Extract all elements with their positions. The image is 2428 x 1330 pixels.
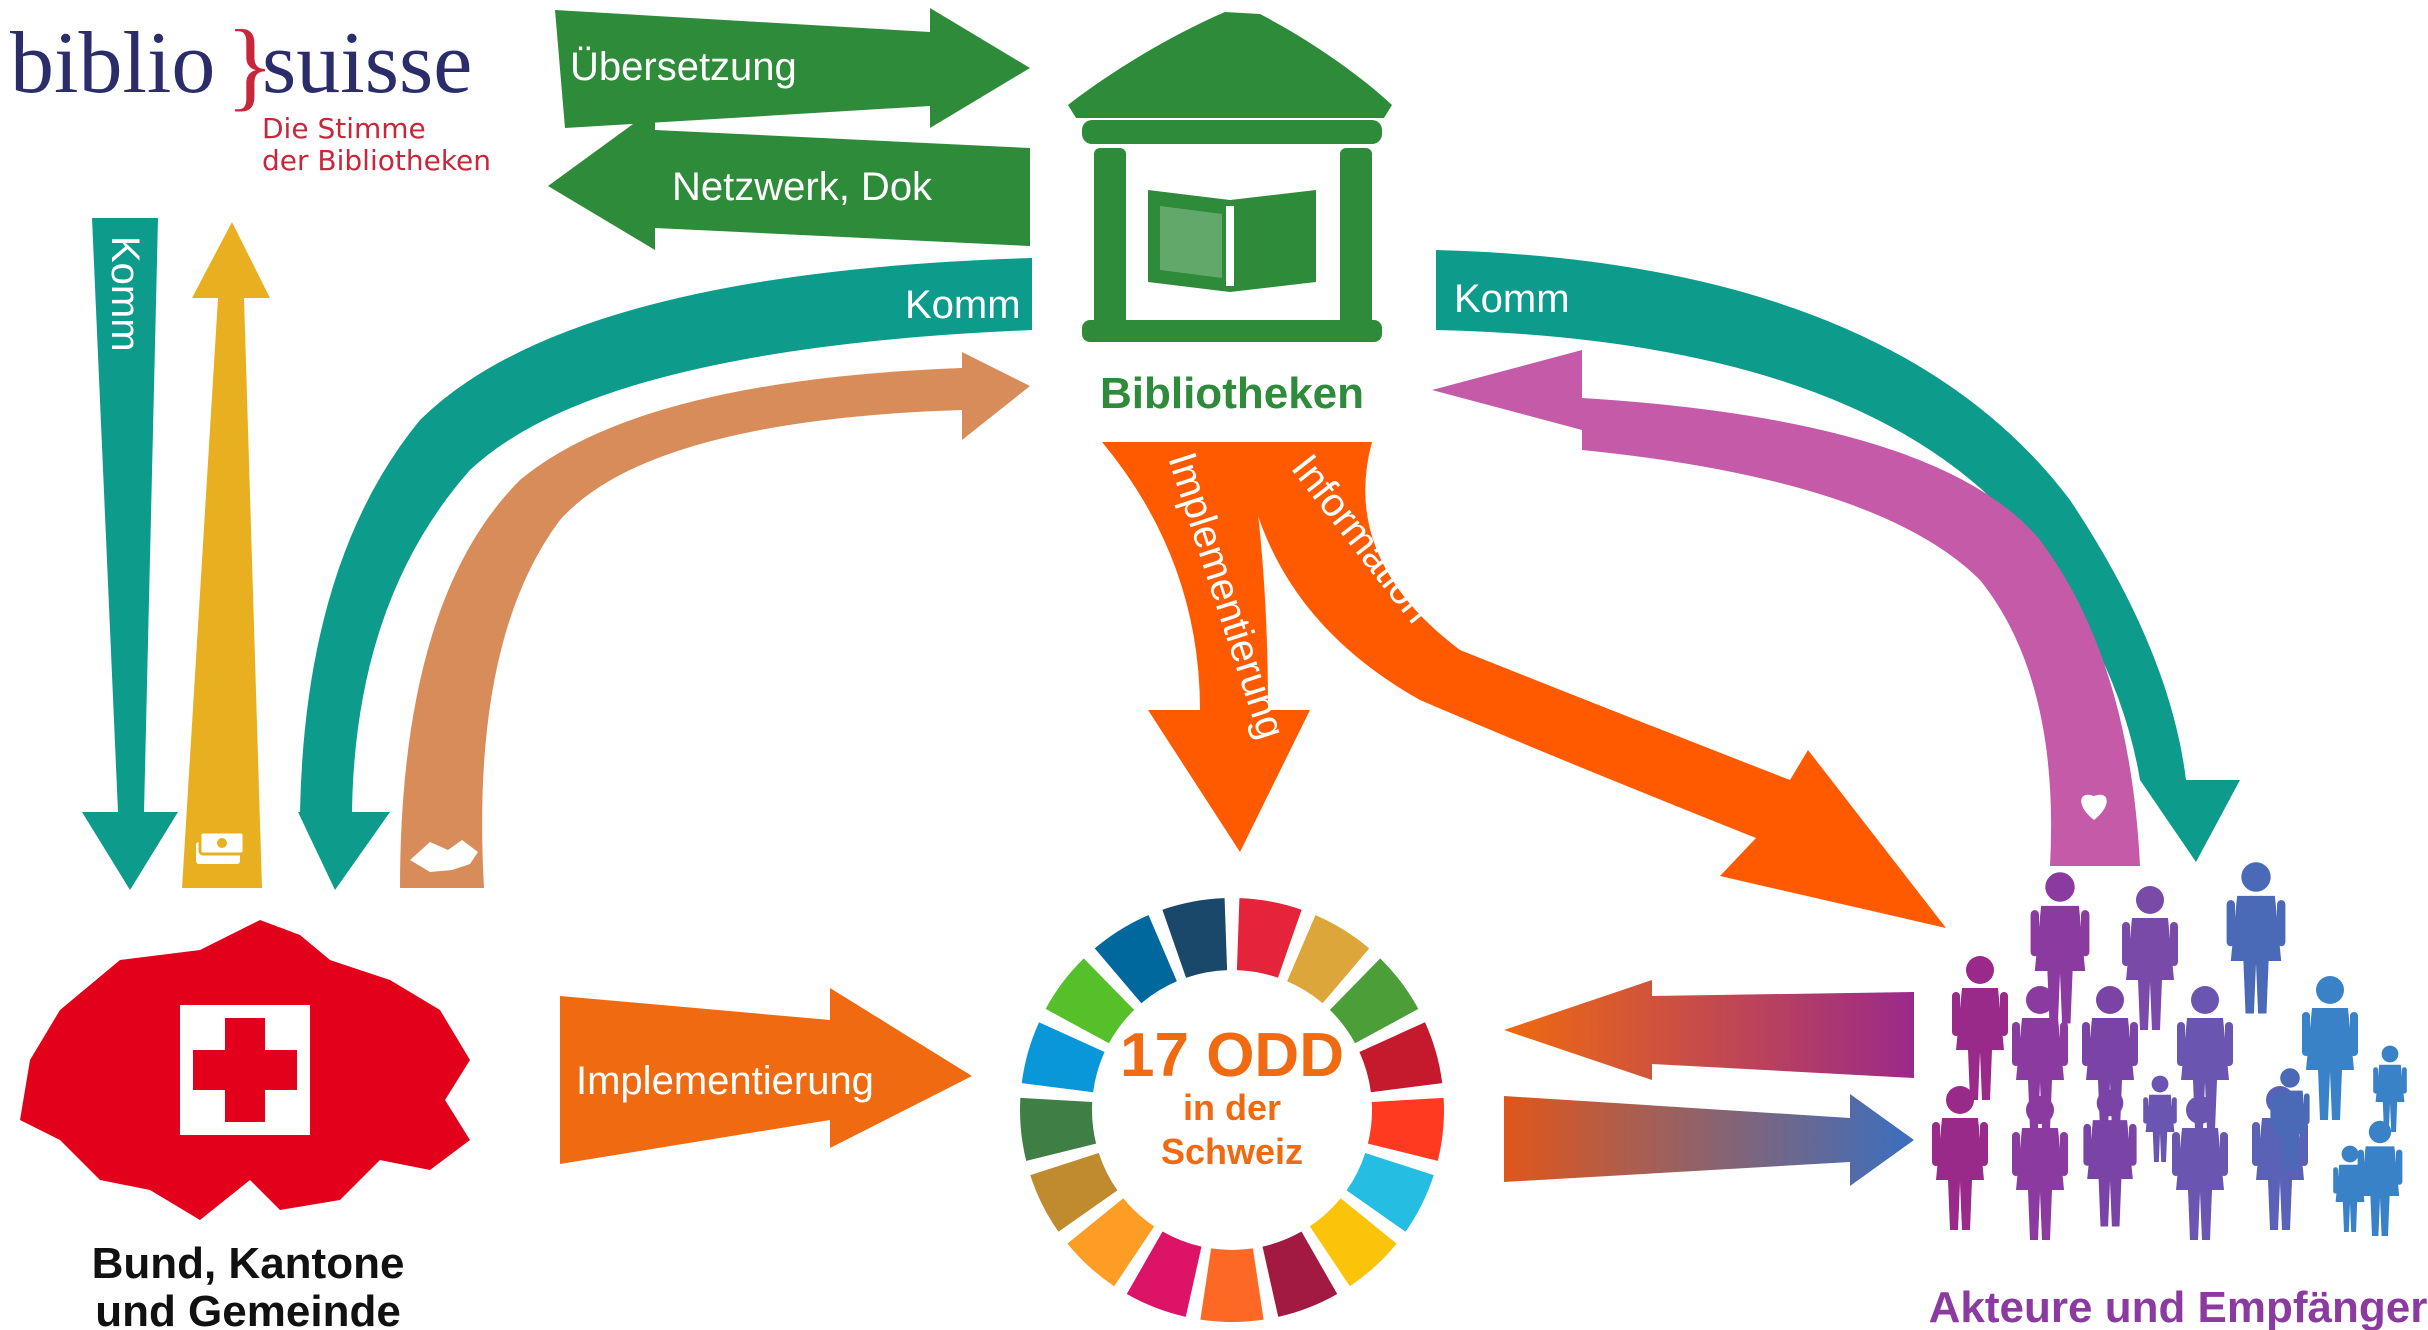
person-figure xyxy=(1932,1086,1988,1230)
comm-vertical-arrow: Komm xyxy=(82,218,178,890)
sdg-segment xyxy=(1162,898,1228,978)
funding-arrow xyxy=(182,222,270,888)
sdg-segment xyxy=(1126,1231,1202,1317)
libraries-label: Bibliotheken xyxy=(1100,369,1364,418)
implementation-gov-label: Implementierung xyxy=(576,1059,874,1103)
government-label-line1: Bund, Kantone xyxy=(92,1239,405,1288)
translation-label: Übersetzung xyxy=(570,45,797,89)
person-figure xyxy=(1952,956,2008,1100)
logo-tagline-1: Die Stimme xyxy=(262,112,426,145)
sdg-segment xyxy=(1329,958,1419,1044)
sdg-segment xyxy=(1287,915,1370,1004)
sdg-segment xyxy=(1236,898,1302,978)
library-building-icon: Bibliotheken xyxy=(1068,12,1392,418)
sdg-segment xyxy=(1030,1153,1118,1232)
sdg-segment xyxy=(1367,1097,1444,1161)
person-figure xyxy=(2172,1096,2228,1240)
logo-left-word: biblio xyxy=(10,15,215,112)
feedback-arrow xyxy=(1504,980,1914,1080)
sdg-segment xyxy=(1200,1248,1264,1323)
sdg-segment xyxy=(1094,915,1177,1004)
sdg-number-label: 17 ODD xyxy=(1120,1021,1344,1090)
implementation-gov-arrow: Implementierung xyxy=(560,988,972,1164)
person-figure xyxy=(2333,1145,2367,1232)
government-label-line2: und Gemeinde xyxy=(95,1287,401,1330)
network-label: Netzwerk, Dok xyxy=(672,165,933,209)
sdg-segment xyxy=(1262,1231,1338,1317)
logo-brace: } xyxy=(226,9,274,120)
person-figure xyxy=(2177,986,2233,1130)
person-figure xyxy=(2122,886,2178,1030)
person-figure xyxy=(2373,1045,2407,1132)
sdg-label-line2: in der xyxy=(1183,1087,1281,1128)
handshake-icon xyxy=(410,840,478,872)
actors-label: Akteure und Empfänger xyxy=(1929,1283,2428,1330)
person-figure xyxy=(2270,1068,2310,1169)
translation-arrow: Übersetzung xyxy=(555,8,1030,128)
sdg-segment xyxy=(1346,1153,1434,1232)
bibliosuisse-logo: biblio } suisse Die Stimme der Bibliothe… xyxy=(10,9,491,177)
cooperation-arrow xyxy=(400,352,1030,888)
person-figure xyxy=(2083,1089,2137,1227)
sdg-segment xyxy=(1019,1097,1097,1161)
people-group-icon xyxy=(1932,862,2407,1240)
sdg-segment xyxy=(1309,1198,1397,1287)
person-figure xyxy=(2012,1096,2068,1240)
logo-right-word: suisse xyxy=(262,15,472,112)
sdg-segment xyxy=(1359,1022,1443,1093)
comm-right-arrow: Komm xyxy=(1436,250,2240,862)
heart-icon xyxy=(2081,794,2107,820)
information-arrow: Information xyxy=(1242,442,1946,928)
person-figure xyxy=(2012,986,2068,1130)
sdg-segment xyxy=(1021,1022,1105,1093)
money-icon xyxy=(196,830,246,864)
comm-vertical-label: Komm xyxy=(103,236,147,352)
sdg-wheel xyxy=(1019,898,1444,1323)
network-arrow: Netzwerk, Dok xyxy=(548,108,1030,250)
person-figure xyxy=(2143,1075,2177,1162)
comm-left-arrow: Komm xyxy=(298,258,1032,890)
sdg-segment xyxy=(1045,958,1135,1044)
impact-arrow xyxy=(1504,1094,1914,1186)
comm-right-label: Komm xyxy=(1454,277,1570,321)
comm-left-label: Komm xyxy=(905,283,1021,327)
logo-tagline-2: der Bibliotheken xyxy=(262,144,491,177)
engagement-arrow xyxy=(1432,350,2140,866)
person-figure xyxy=(2226,862,2286,1014)
person-figure xyxy=(2030,872,2090,1024)
person-figure xyxy=(2082,986,2138,1130)
person-figure xyxy=(2302,976,2358,1120)
sdg-segment xyxy=(1067,1198,1155,1287)
sdg-label-line3: Schweiz xyxy=(1161,1131,1303,1172)
switzerland-map-icon: Bund, Kantone und Gemeinde xyxy=(20,920,470,1330)
